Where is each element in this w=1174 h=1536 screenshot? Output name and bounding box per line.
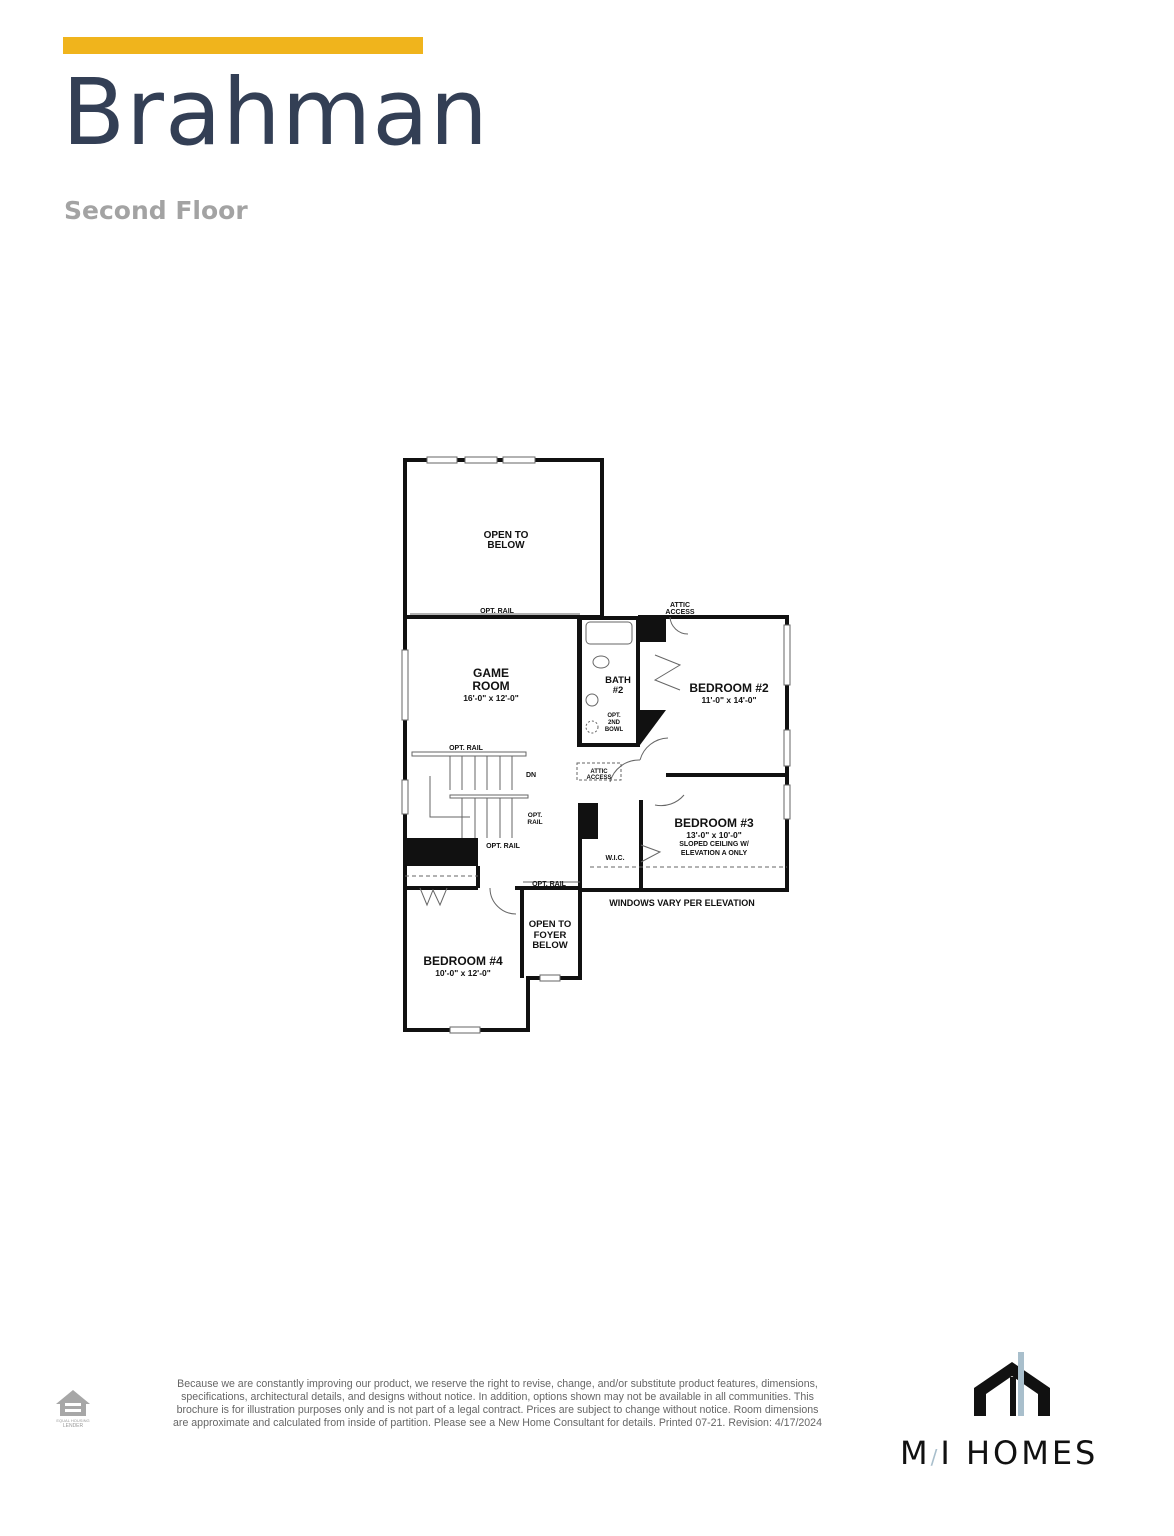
opt-2nd-bowl-label: BOWL <box>605 727 624 733</box>
bedroom-3-dims: 13'-0" x 10'-0" <box>686 830 742 840</box>
bedroom-3-note: ELEVATION A ONLY <box>681 850 748 857</box>
bedroom-4-dims: 10'-0" x 12'-0" <box>435 968 491 978</box>
svg-text:LENDER: LENDER <box>63 1423 84 1428</box>
bedroom-2-dims: 11'-0" x 14'-0" <box>701 695 756 705</box>
fixtures <box>405 613 787 915</box>
open-to-below-label: BELOW <box>487 540 525 551</box>
opt-rail-label: OPT. RAIL <box>532 881 567 888</box>
open-to-below-label: OPEN TO <box>484 530 529 541</box>
accent-bar <box>63 37 423 54</box>
opt-rail-label: OPT. RAIL <box>480 608 515 615</box>
bedroom-3-label: BEDROOM #3 <box>674 816 754 830</box>
open-to-foyer-label: BELOW <box>532 940 567 951</box>
game-room-label: GAME <box>473 666 509 680</box>
bedroom-3-note: SLOPED CEILING W/ <box>679 841 749 848</box>
opt-2nd-bowl-label: OPT. <box>607 713 621 719</box>
open-to-foyer-label: FOYER <box>534 930 567 941</box>
attic-access-label: ACCESS <box>586 775 611 781</box>
attic-access-label: ATTIC <box>670 602 690 609</box>
dn-label: DN <box>526 772 536 779</box>
open-to-foyer-label: OPEN TO <box>529 919 572 930</box>
house-logo-icon <box>974 1352 1050 1416</box>
equal-housing-lender-icon: EQUAL HOUSING LENDER <box>56 1390 90 1428</box>
bedroom-4-label: BEDROOM #4 <box>423 954 503 968</box>
game-room-dims: 16'-0" x 12'-0" <box>463 693 519 703</box>
opt-rail-label: OPT. <box>528 812 543 819</box>
opt-rail-label: OPT. RAIL <box>486 843 521 850</box>
page-subtitle: Second Floor <box>64 196 248 225</box>
brand-name: M/I HOMES <box>900 1434 1099 1472</box>
windows-note: WINDOWS VARY PER ELEVATION <box>609 898 755 908</box>
page-title: Brahman <box>62 59 489 166</box>
opt-rail-label: OPT. RAIL <box>449 745 484 752</box>
opt-2nd-bowl-label: 2ND <box>608 720 621 726</box>
stairs <box>429 756 529 838</box>
disclaimer-text: Because we are constantly improving our … <box>173 1378 822 1429</box>
attic-access-label: ACCESS <box>665 609 695 616</box>
bedroom-2-label: BEDROOM #2 <box>689 681 769 695</box>
windows <box>401 456 791 1034</box>
bath-label: #2 <box>613 685 624 696</box>
attic-access-label: ATTIC <box>590 769 608 775</box>
wic-label: W.I.C. <box>605 855 624 862</box>
plan-solid-blocks <box>404 618 666 866</box>
mi-homes-logo: M/I HOMES <box>900 1352 1124 1472</box>
opt-rail-label: RAIL <box>527 819 542 826</box>
game-room-label: ROOM <box>472 679 509 693</box>
bath-label: BATH <box>605 675 631 686</box>
svg-text:EQUAL HOUSING: EQUAL HOUSING <box>56 1418 89 1423</box>
room-labels: OPEN TO BELOW OPT. RAIL ATTIC ACCESS GAM… <box>423 530 769 978</box>
